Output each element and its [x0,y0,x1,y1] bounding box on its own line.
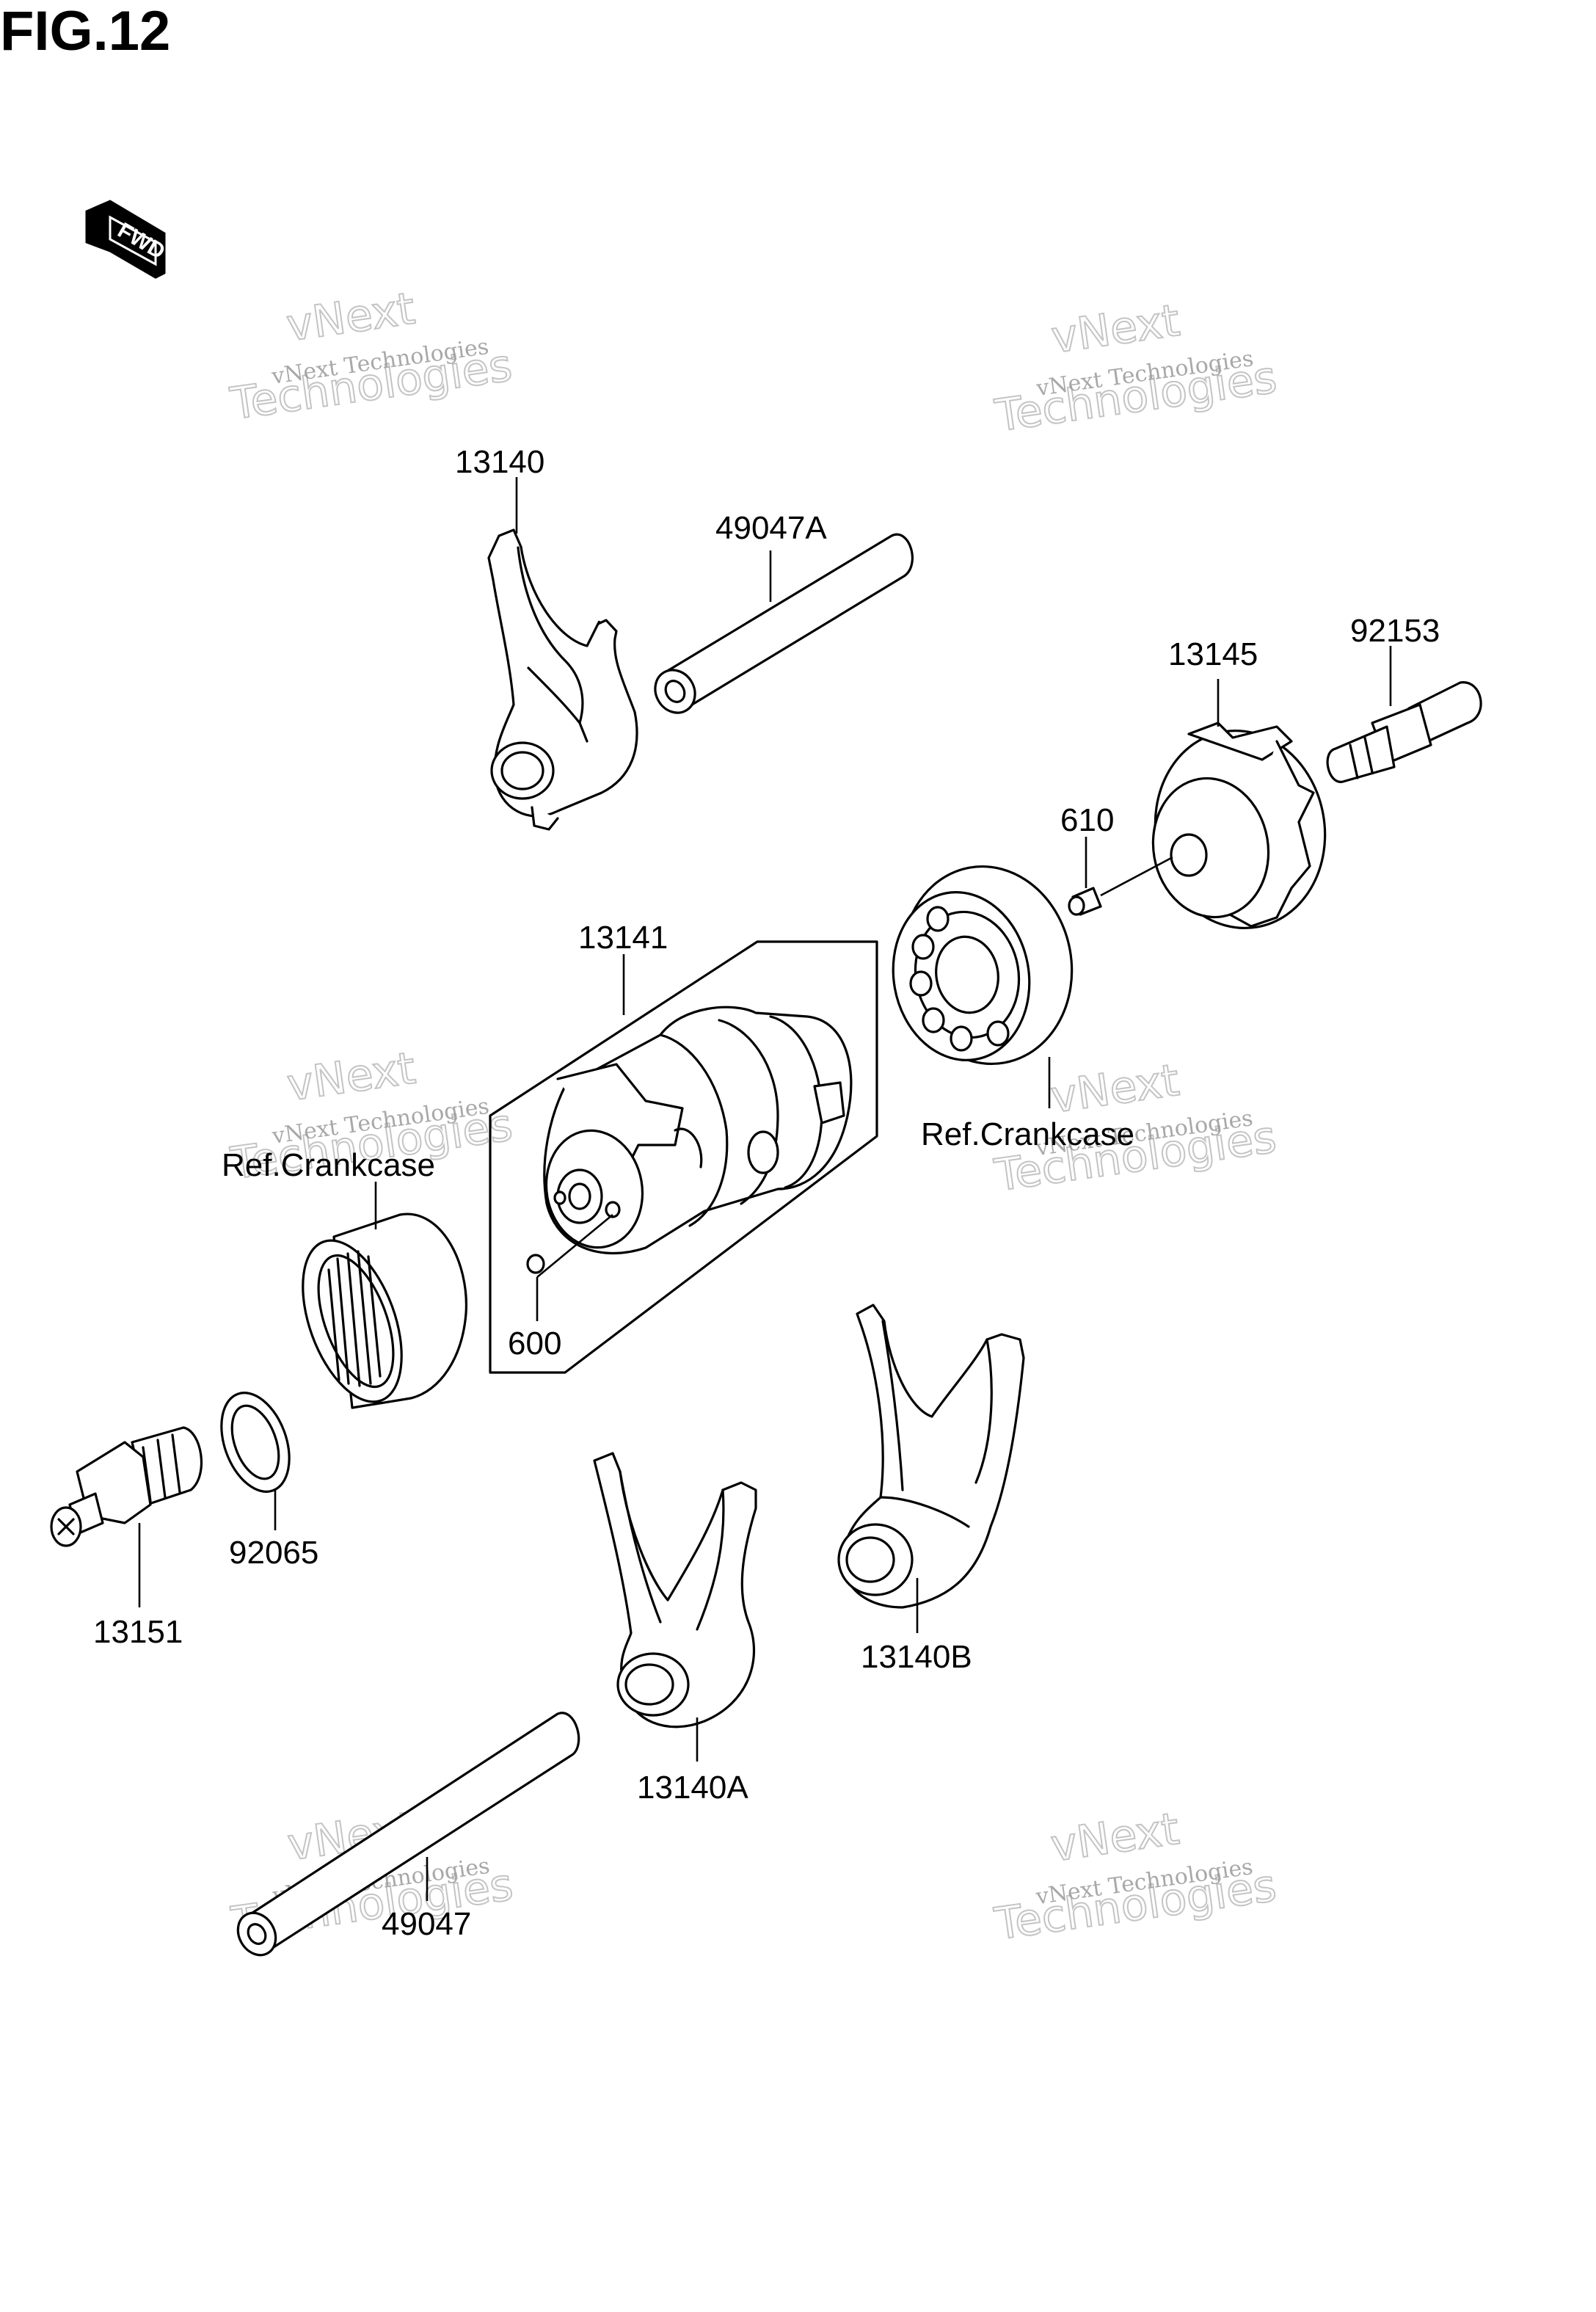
svg-text:vNext: vNext [284,1042,418,1111]
label-ref-crankcase-left: Ref.Crankcase [222,1147,435,1183]
neutral-switch-13151[interactable] [50,1426,203,1547]
washer-92065[interactable] [209,1384,302,1501]
label-92065: 92065 [229,1535,318,1571]
watermark-top-left: vNext Technologies vNext Technologies [226,283,515,431]
shift-drum-cam-13145[interactable] [1140,717,1340,942]
leader-pin-line [1100,856,1173,897]
shift-fork-13140b[interactable] [837,1304,1025,1609]
label-13140a: 13140A [637,1770,748,1806]
svg-text:vNext: vNext [283,283,418,352]
fwd-arrow-icon: FWD [85,200,169,279]
bearing-right[interactable] [880,853,1087,1077]
bolt-92153[interactable] [1326,681,1482,783]
leader-600-drum [536,1213,613,1279]
svg-text:vNext: vNext [1048,1803,1182,1872]
label-92153: 92153 [1350,613,1440,649]
svg-text:vNext: vNext [1049,295,1183,364]
label-49047: 49047 [382,1906,471,1942]
svg-text:vNext: vNext [1048,1055,1182,1124]
label-49047a: 49047A [715,510,827,546]
label-13141: 13141 [578,920,668,956]
shift-rod-49047a[interactable] [647,533,914,720]
label-ref-crankcase-right: Ref.Crankcase [921,1116,1134,1152]
shift-drum-13141[interactable] [537,1006,853,1255]
shift-fork-13140[interactable] [487,528,638,831]
label-13151: 13151 [93,1614,183,1650]
pin-610[interactable] [1068,887,1102,916]
label-13140: 13140 [455,444,544,480]
label-13145: 13145 [1168,636,1258,672]
figure-title: FIG.12 [0,0,170,62]
watermark-top-right: vNext Technologies vNext Technologies [991,294,1280,443]
label-13140b: 13140B [861,1639,972,1675]
watermark-bottom-right: vNext Technologies vNext Technologies [991,1803,1280,1951]
ball-600[interactable] [526,1254,545,1274]
shift-rod-49047[interactable] [230,1712,580,1962]
needle-bearing-left[interactable] [283,1213,468,1415]
shift-fork-13140a[interactable] [593,1452,757,1728]
label-600: 600 [508,1326,561,1362]
watermark-mid-right: vNext Technologies vNext Technologies [991,1054,1280,1202]
drum-group-outline [489,940,878,1374]
label-610: 610 [1060,802,1114,838]
